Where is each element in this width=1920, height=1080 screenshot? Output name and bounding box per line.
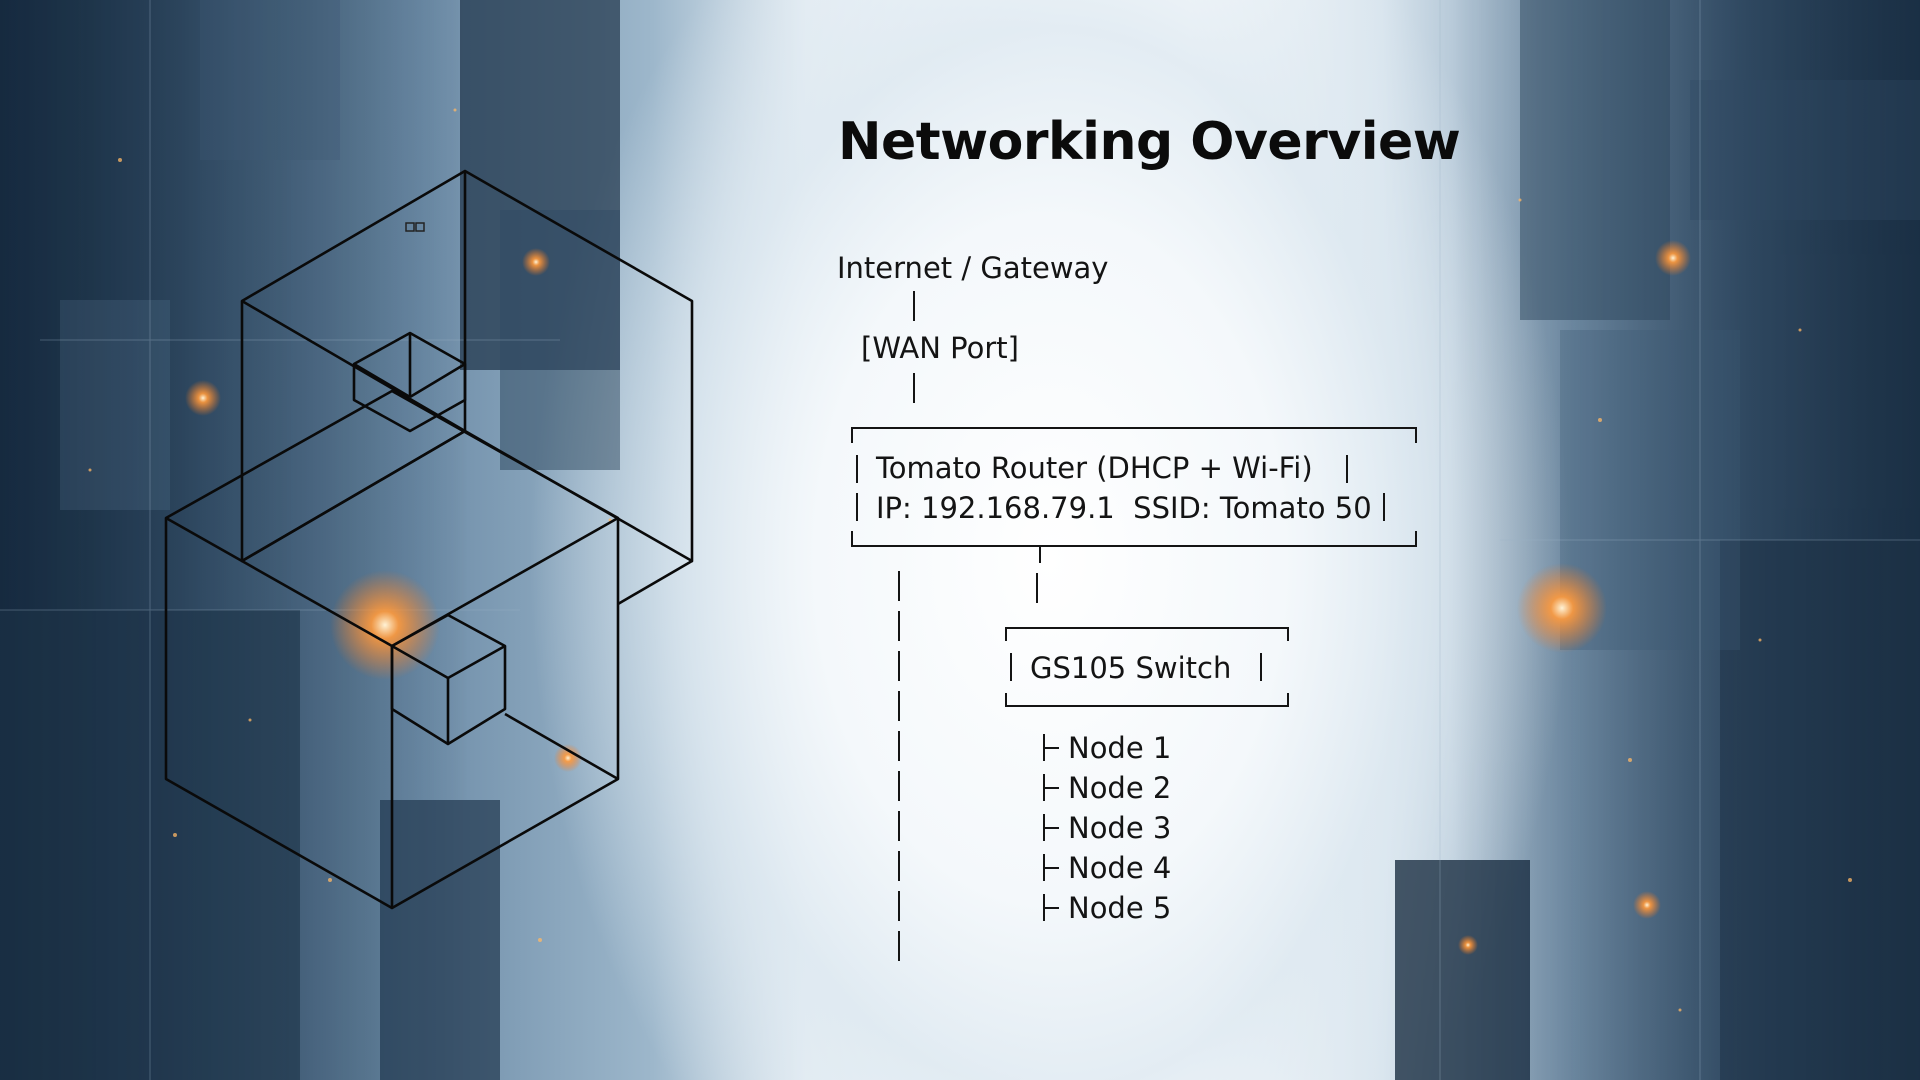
left-panels — [0, 0, 620, 1080]
router-ip-ssid-label: IP: 192.168.79.1 SSID: Tomato 50 — [876, 491, 1372, 525]
node-label-5: Node 5 — [1068, 891, 1172, 925]
node-label-1: Node 1 — [1068, 731, 1172, 765]
right-panels — [1395, 0, 1920, 1080]
isometric-cubes-icon — [164, 169, 694, 910]
node-label-2: Node 2 — [1068, 771, 1172, 805]
node-label-3: Node 3 — [1068, 811, 1172, 845]
glow-lights — [185, 240, 1691, 955]
wan-port-label: [WAN Port] — [861, 331, 1019, 365]
isometric-detail-icon — [405, 222, 425, 232]
node-label-4: Node 4 — [1068, 851, 1172, 885]
router-name-label: Tomato Router (DHCP + Wi-Fi) — [876, 451, 1313, 485]
gateway-label: Internet / Gateway — [837, 251, 1109, 285]
switch-label: GS105 Switch — [1030, 651, 1232, 685]
page-title: Networking Overview — [838, 112, 1461, 172]
